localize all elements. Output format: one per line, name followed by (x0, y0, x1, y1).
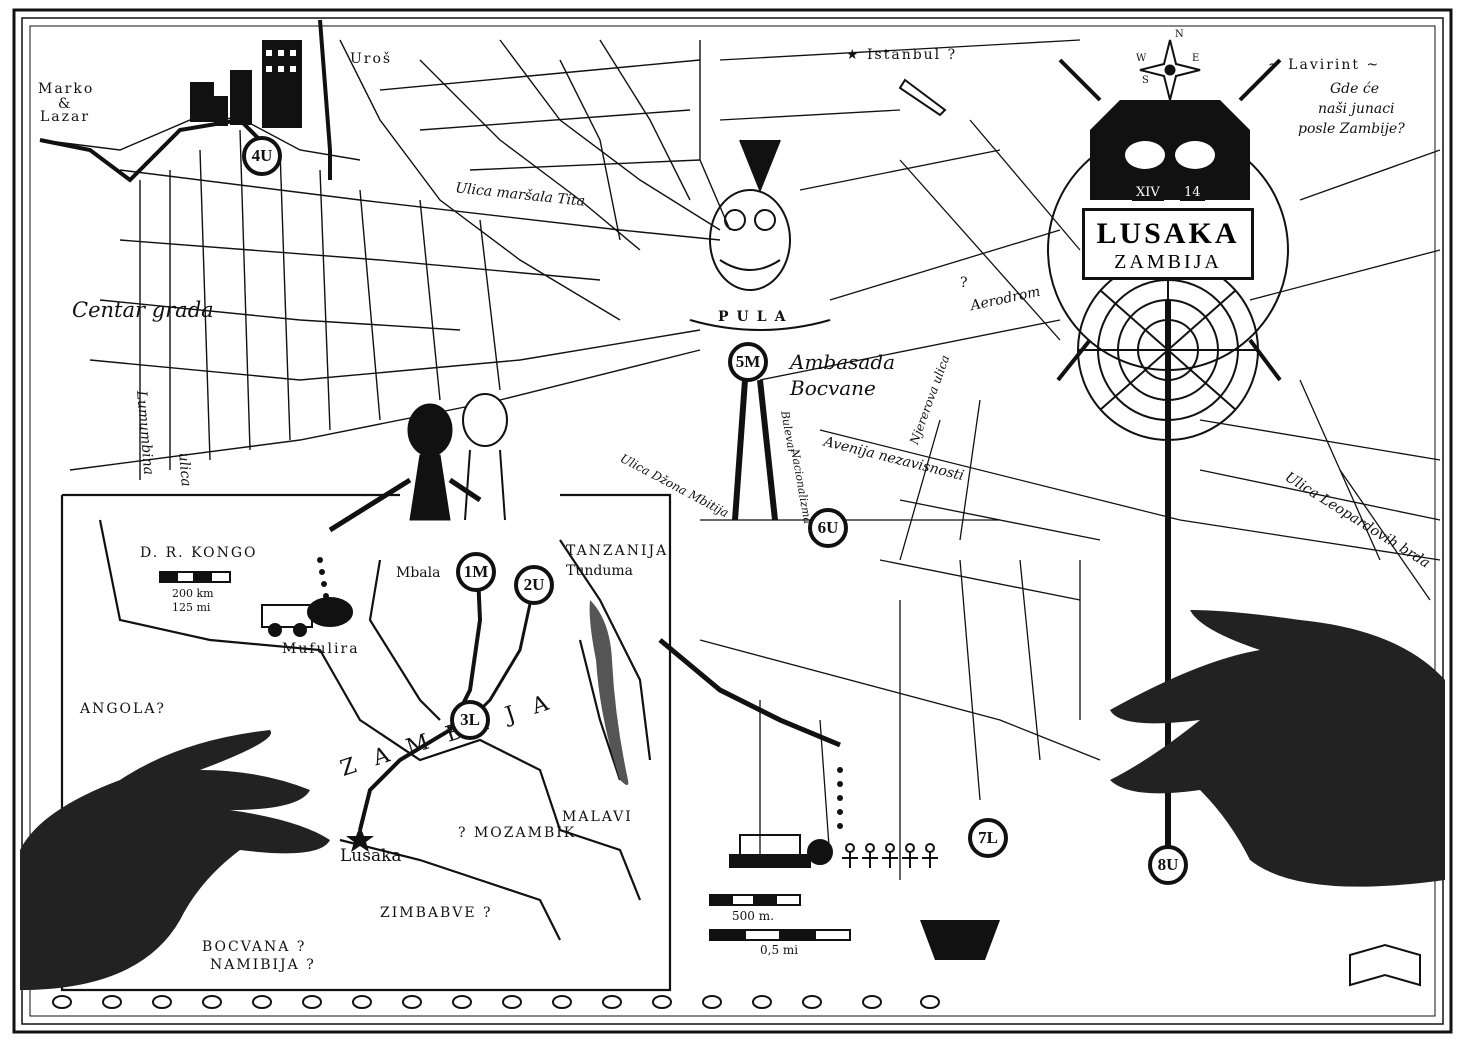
map-border (12, 8, 1453, 1034)
stick-people (842, 843, 938, 868)
east-streets (699, 39, 1441, 880)
city-scale (709, 894, 851, 941)
compass-e: E (1192, 53, 1200, 64)
city-buildings (190, 40, 302, 128)
node-2u[interactable]: 2U (514, 565, 554, 605)
label-istanbul: ★ Istanbul ? (846, 47, 958, 63)
label-namibija: NAMIBIJA ? (210, 957, 316, 973)
node-5m[interactable]: 5M (728, 342, 768, 382)
label-scale-05mi: 0,5 mi (760, 943, 799, 957)
twin-figures (328, 393, 508, 533)
label-mufulira: Mufulira (282, 641, 360, 657)
label-posle-zambije: posle Zambije? (1298, 121, 1405, 137)
label-bocvana: BOCVANA ? (202, 939, 307, 955)
label-ulica: ulica (175, 451, 194, 488)
cartouche-title: LUSAKA (1096, 217, 1240, 250)
dump-truck (261, 597, 353, 637)
long-arm (658, 638, 841, 748)
lake-malawi (589, 600, 629, 785)
label-pula: PULA (718, 309, 794, 325)
route-start (39, 117, 272, 183)
stilt-left (732, 379, 748, 521)
label-tunduma: Tunduma (566, 563, 633, 579)
label-ampersand: & (58, 96, 71, 112)
label-centar-grada: Centar grada (72, 298, 214, 322)
stilt-right (757, 379, 778, 521)
label-marko: Marko (38, 81, 95, 97)
label-gde-ce: Gde će (1330, 81, 1380, 97)
label-bocvane: Bocvane (790, 376, 876, 400)
label-uros: Uroš (350, 51, 393, 67)
label-zimbabve: ZIMBABVE ? (380, 905, 493, 921)
lusaka-emblem (1056, 58, 1282, 382)
left-hand (20, 730, 330, 990)
airplane-icon (898, 78, 947, 117)
label-lusaka-inset: Lusaka (340, 846, 402, 866)
inset-scale (159, 571, 231, 583)
inset-route (358, 574, 483, 831)
compass-w: W (1136, 53, 1147, 64)
label-scale-500m: 500 m. (732, 909, 774, 923)
label-malavi: MALAVI (562, 809, 633, 825)
label-ambasada: Ambasada (790, 350, 896, 374)
label-angola: ANGOLA? (80, 701, 166, 717)
label-nasi-junaci: naši junaci (1318, 101, 1395, 117)
city-cartouche: LUSAKA ZAMBIJA (1082, 208, 1254, 280)
route-north (318, 19, 332, 180)
embassy-totem (689, 139, 831, 331)
label-aerodrom-q: ? (960, 275, 968, 291)
label-dr-kongo: D. R. KONGO (140, 545, 258, 561)
right-hand (1110, 610, 1445, 887)
node-6u[interactable]: 6U (808, 508, 848, 548)
cartouche-numeral-right: 14 (1180, 184, 1205, 201)
compass-n: N (1175, 29, 1184, 40)
cartouche-subtitle: ZAMBIJA (1114, 251, 1222, 273)
compass-s: S (1142, 75, 1149, 86)
node-7l[interactable]: 7L (968, 818, 1008, 858)
bottom-decor (52, 995, 940, 1009)
city-streets (39, 39, 731, 480)
cartouche-numeral-left: XIV (1132, 184, 1164, 201)
bulldozer (729, 834, 833, 868)
open-book-icon (1349, 943, 1421, 987)
lusaka-star (346, 826, 374, 852)
label-mozambik: ? MOZAMBIK (458, 825, 577, 841)
bucket (920, 920, 1000, 960)
label-scale-km: 200 km (172, 587, 214, 600)
label-lavirint: ~ Lavirint ~ (1268, 57, 1381, 73)
compass-rose (1139, 39, 1201, 101)
node-8u[interactable]: 8U (1148, 845, 1188, 885)
node-4u[interactable]: 4U (242, 136, 282, 176)
label-tanzanija: TANZANIJA (566, 543, 669, 559)
node-1m[interactable]: 1M (456, 552, 496, 592)
label-scale-mi: 125 mi (172, 601, 211, 614)
label-lazar: Lazar (40, 109, 91, 125)
label-mbala: Mbala (396, 565, 441, 581)
node-3l[interactable]: 3L (450, 700, 490, 740)
dotted-paths (317, 557, 843, 829)
